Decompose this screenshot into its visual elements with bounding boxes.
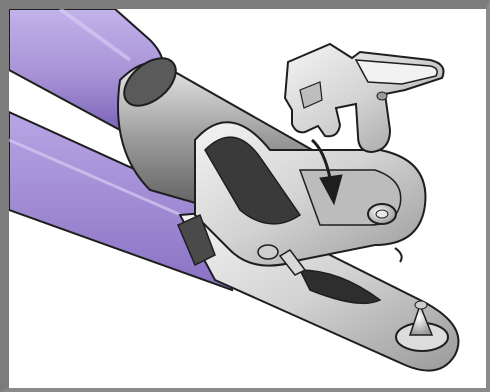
clip-part-icon (285, 44, 444, 152)
